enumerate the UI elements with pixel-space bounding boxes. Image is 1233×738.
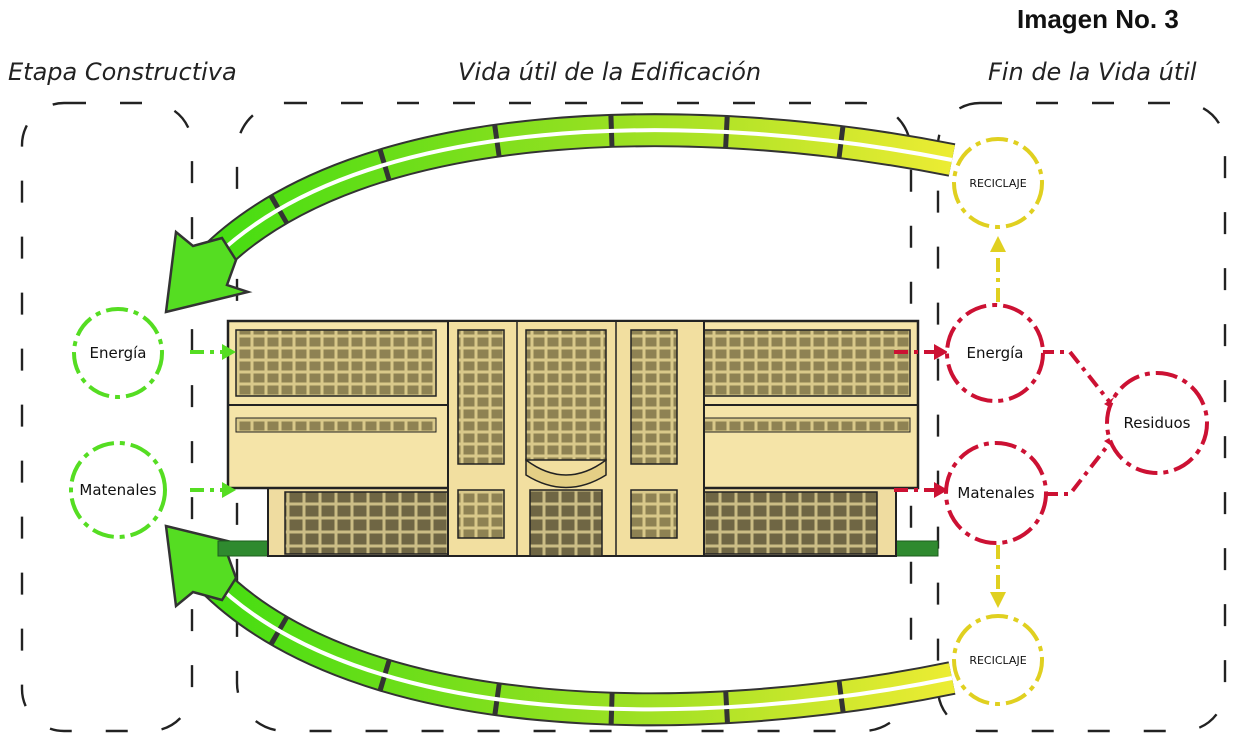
node-materiales-eol-label: Matenales <box>957 484 1034 502</box>
image-number-badge: Imagen No. 3 <box>1017 4 1179 34</box>
node-energia-end-of-life: Energía <box>945 303 1045 403</box>
section-title-constructive: Etapa Constructiva <box>8 58 237 86</box>
node-residuos: Residuos <box>1105 371 1209 475</box>
frame-end-of-life-stage <box>936 101 1227 733</box>
frame-useful-life-stage <box>235 101 913 733</box>
section-title-end-of-life: Fin de la Vida útil <box>988 58 1197 86</box>
section-title-useful-life: Vida útil de la Edificación <box>458 58 761 86</box>
bottom-recycling-arrow <box>164 524 956 727</box>
node-reciclaje-top: RECICLAJE <box>952 137 1044 229</box>
node-reciclaje-top-label: RECICLAJE <box>969 177 1026 190</box>
node-energia-constructive: Energía <box>72 307 164 399</box>
node-energia-label: Energía <box>90 344 147 362</box>
input-arrows <box>190 350 226 492</box>
top-recycling-arrow <box>164 113 956 314</box>
frame-constructive-stage <box>20 101 194 733</box>
node-residuos-label: Residuos <box>1124 414 1191 432</box>
node-reciclaje-bottom-label: RECICLAJE <box>969 654 1026 667</box>
node-materiales-label: Matenales <box>79 481 156 499</box>
output-arrows <box>894 350 1114 496</box>
building-illustration <box>217 319 939 557</box>
node-materiales-end-of-life: Matenales <box>944 441 1048 545</box>
node-reciclaje-bottom: RECICLAJE <box>952 614 1044 706</box>
node-energia-eol-label: Energía <box>967 344 1024 362</box>
node-materiales-constructive: Matenales <box>69 441 167 539</box>
